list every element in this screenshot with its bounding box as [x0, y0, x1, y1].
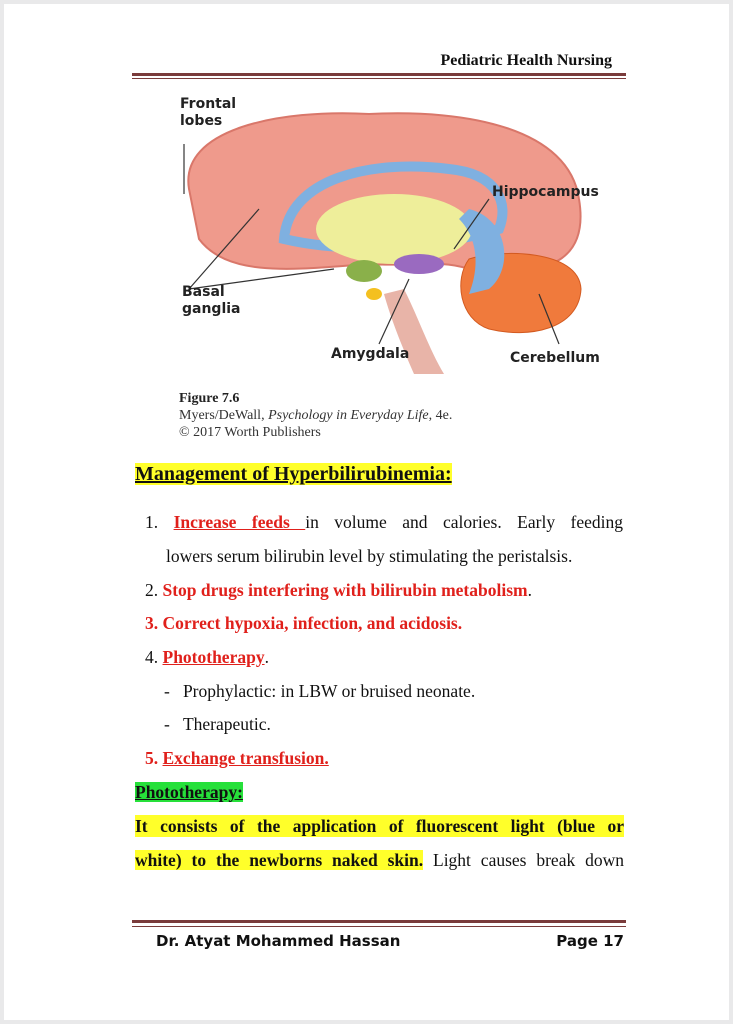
footer-rule-thin [132, 926, 626, 927]
phototherapy-line-1: It consists of the application of fluore… [135, 815, 624, 837]
footer-page-number: Page 17 [556, 932, 624, 950]
list-item-2: 2. Stop drugs interfering with bilirubin… [145, 580, 532, 600]
phototherapy-heading: Phototherapy: [135, 782, 243, 802]
item-1-bold: Increase feeds [173, 512, 306, 532]
footer-author: Dr. Atyat Mohammed Hassan [156, 932, 401, 950]
list-item-1-cont: lowers serum bilirubin level by stimulat… [166, 546, 573, 566]
header-rule-thin [132, 78, 626, 79]
brain-illustration [183, 112, 582, 374]
sub-item-prophylactic: - Prophylactic: in LBW or bruised neonat… [164, 681, 476, 701]
caption-authors: Myers/DeWall, [179, 408, 269, 423]
label-basal-ganglia: Basal ganglia [182, 284, 241, 317]
label-cerebellum: Cerebellum [510, 350, 600, 366]
header-title: Pediatric Health Nursing [440, 52, 612, 69]
heading-text: Management of Hyperbilirubinemia: [135, 463, 452, 485]
phototherapy-line-2: white) to the newborns naked skin. Light… [135, 850, 624, 870]
caption-edition: , 4e. [428, 408, 453, 423]
caption-copyright: © 2017 Worth Publishers [179, 425, 321, 440]
list-item-4: 4. Phototherapy. [145, 647, 269, 667]
caption-title: Figure 7.6 [179, 391, 240, 406]
header-rule [132, 73, 626, 76]
document-page: Pediatric Health Nursing Frontal lobes H… [4, 4, 729, 1020]
list-item-1: 1. Increase feeds in volume and calories… [145, 512, 624, 532]
list-item-3: 3. Correct hypoxia, infection, and acido… [145, 613, 463, 633]
caption-book: Psychology in Everyday Life [268, 408, 429, 423]
label-frontal-lobes: Frontal lobes [180, 96, 237, 129]
label-hippocampus: Hippocampus [492, 184, 599, 200]
section-heading: Management of Hyperbilirubinemia: [135, 463, 452, 485]
sub-item-therapeutic: - Therapeutic. [164, 714, 271, 734]
label-amygdala: Amygdala [331, 346, 410, 362]
footer-rule [132, 920, 626, 923]
list-item-5: 5. Exchange transfusion. [145, 748, 329, 768]
figure-caption: Figure 7.6 Myers/DeWall, Psychology in E… [179, 390, 452, 441]
